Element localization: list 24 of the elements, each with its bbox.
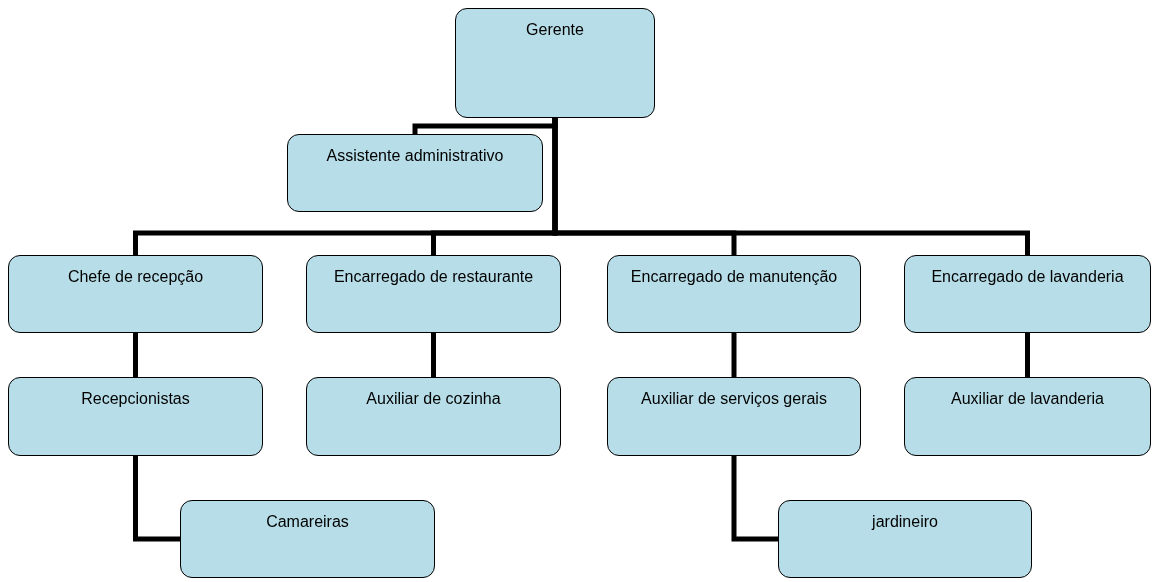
position-title: Camareiras xyxy=(266,512,349,532)
position-title: Encarregado de restaurante xyxy=(333,267,534,287)
position-title: Auxiliar de lavanderia xyxy=(951,389,1104,409)
position-box xyxy=(607,377,861,456)
position-title: Encarregado de manutenção xyxy=(630,267,838,287)
position-box xyxy=(287,134,543,212)
position-title: Recepcionistas xyxy=(81,389,190,409)
position-title: Assistente administrativo xyxy=(326,146,504,166)
position-title: Auxiliar de serviços gerais xyxy=(641,389,827,409)
position-box xyxy=(180,500,435,578)
position-box xyxy=(306,255,561,333)
position-title: jardineiro xyxy=(872,512,938,532)
position-title: Chefe de recepção xyxy=(67,267,204,287)
position-box xyxy=(607,255,861,333)
position-box xyxy=(306,377,561,456)
position-box xyxy=(904,377,1151,456)
position-box xyxy=(8,377,263,456)
position-box xyxy=(904,255,1151,333)
position-box xyxy=(778,500,1032,578)
position-title: Auxiliar de cozinha xyxy=(366,389,501,409)
position-title: Encarregado de lavanderia xyxy=(931,267,1124,287)
position-box xyxy=(8,255,263,333)
position-box xyxy=(455,8,655,118)
position-title: Gerente xyxy=(526,20,584,40)
